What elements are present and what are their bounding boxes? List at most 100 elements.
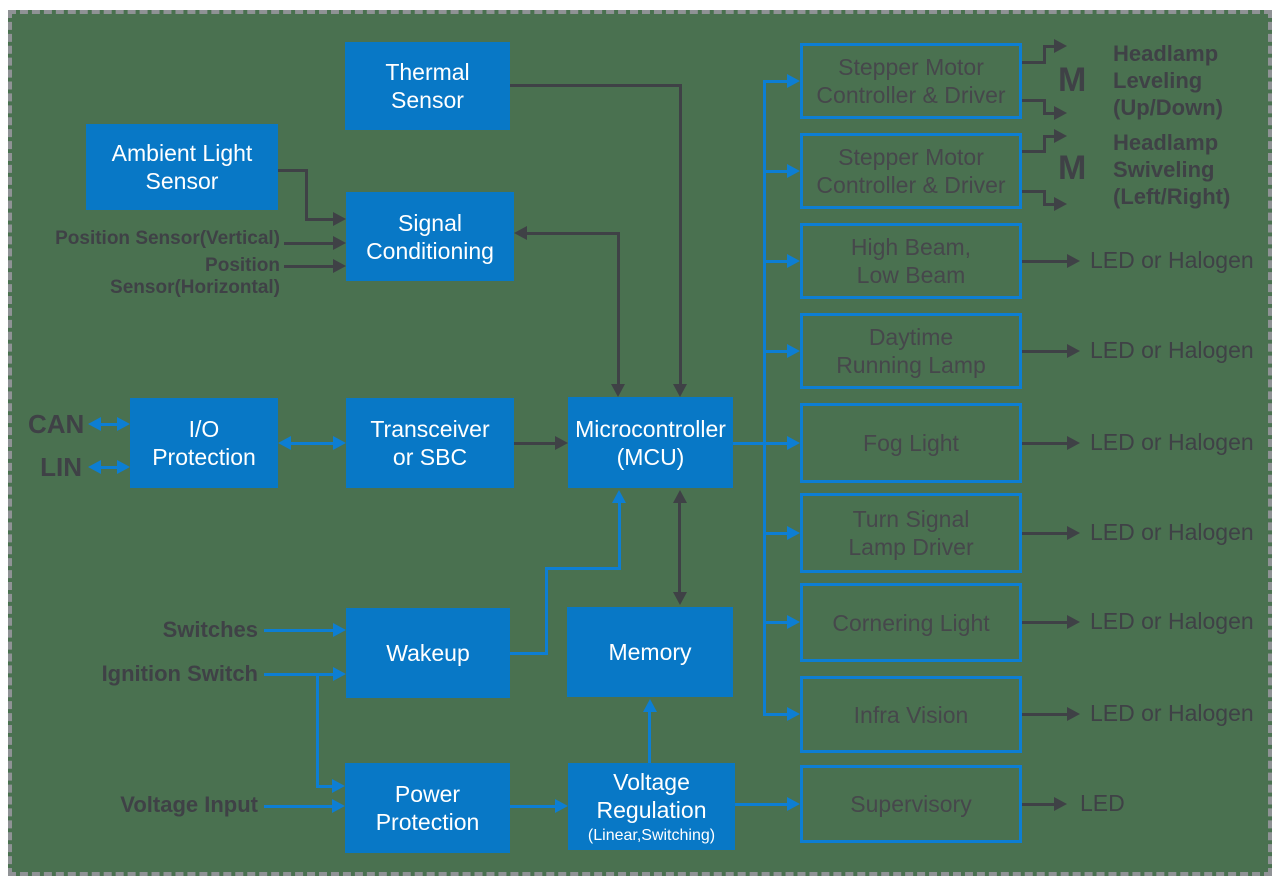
bus-vertical: [763, 80, 766, 716]
connector-stepper1-motor: [1043, 45, 1055, 48]
connector-turnsignal-led: [1022, 532, 1068, 535]
connector-stepper1-motor: [1022, 61, 1046, 64]
arrowhead-right-icon: [555, 436, 568, 450]
arrowhead-up-icon: [612, 490, 626, 503]
block-signal-conditioning: Signal Conditioning: [346, 192, 514, 281]
arrowhead-left-icon: [88, 417, 101, 431]
arrowhead-down-icon: [673, 592, 687, 605]
connector-can-io: [101, 423, 117, 426]
connector-highbeam-led: [1022, 260, 1068, 263]
arrowhead-right-icon: [332, 779, 345, 793]
box-turn-signal-lamp: Turn Signal Lamp Driver: [800, 493, 1022, 573]
connector-stepper2-motor: [1022, 190, 1046, 193]
connector-drl-led: [1022, 350, 1068, 353]
connector-power-vreg: [510, 805, 556, 808]
block-transceiver-sbc: Transceiver or SBC: [346, 398, 514, 488]
arrowhead-right-icon: [333, 236, 346, 250]
arrowhead-right-icon: [117, 460, 130, 474]
label-led-or-halogen: LED or Halogen: [1090, 608, 1254, 634]
connector-lin-io: [101, 466, 117, 469]
arrowhead-right-icon: [787, 74, 800, 88]
label-led-or-halogen: LED or Halogen: [1090, 337, 1254, 363]
connector-stepper1-motor: [1043, 45, 1046, 63]
box-cornering-light: Cornering Light: [800, 583, 1022, 662]
arrowhead-right-icon: [787, 254, 800, 268]
connector-fog-led: [1022, 442, 1068, 445]
arrowhead-right-icon: [1067, 254, 1080, 268]
arrowhead-right-icon: [1054, 129, 1067, 143]
connector-vreg-memory: [648, 711, 651, 763]
bus-branch: [763, 713, 787, 716]
box-stepper-motor-1: Stepper Motor Controller & Driver: [800, 43, 1022, 119]
connector-supervisory-led: [1022, 803, 1055, 806]
label-voltage-input: Voltage Input: [120, 792, 258, 817]
arrowhead-right-icon: [333, 212, 346, 226]
connector-wakeup-mcu: [545, 567, 548, 655]
connector-ignition-wakeup: [264, 673, 334, 676]
connector-stepper2-motor: [1022, 150, 1046, 153]
label-led-or-halogen: LED or Halogen: [1090, 700, 1254, 726]
connector-vreg-supervisory: [735, 803, 787, 806]
connector-ambient-signal: [278, 169, 308, 172]
arrowhead-up-icon: [673, 490, 687, 503]
connector-stepper1-motor: [1043, 99, 1046, 115]
arrowhead-right-icon: [333, 259, 346, 273]
block-voltage-regulation: Voltage Regulation (Linear,Switching): [568, 763, 735, 850]
arrowhead-right-icon: [787, 797, 800, 811]
connector-stepper2-motor: [1043, 190, 1046, 206]
connector-stepper1-motor: [1043, 112, 1055, 115]
block-thermal-sensor: Thermal Sensor: [345, 42, 510, 130]
bus-branch: [763, 532, 787, 535]
arrowhead-right-icon: [333, 667, 346, 681]
connector-stepper2-motor: [1043, 203, 1055, 206]
connector-io-transceiver: [291, 442, 333, 445]
arrowhead-right-icon: [1054, 39, 1067, 53]
box-daytime-running-lamp: Daytime Running Lamp: [800, 313, 1022, 389]
arrowhead-up-icon: [643, 699, 657, 712]
arrowhead-right-icon: [787, 164, 800, 178]
voltage-regulation-sublabel: (Linear,Switching): [587, 826, 716, 844]
connector-mcu-bus: [733, 442, 766, 445]
arrowhead-right-icon: [787, 707, 800, 721]
arrowhead-down-icon: [611, 384, 625, 397]
box-supervisory: Supervisory: [800, 765, 1022, 843]
connector-cornering-led: [1022, 621, 1068, 624]
connector-ambient-signal: [305, 218, 335, 221]
arrowhead-right-icon: [333, 436, 346, 450]
arrowhead-right-icon: [555, 799, 568, 813]
connector-mcu-memory: [678, 501, 681, 594]
connector-wakeup-mcu: [510, 652, 548, 655]
connector-signal-mcu: [617, 232, 620, 384]
voltage-regulation-label: Voltage Regulation: [596, 768, 707, 823]
arrowhead-right-icon: [1054, 797, 1067, 811]
box-high-low-beam: High Beam, Low Beam: [800, 223, 1022, 299]
connector-wakeup-mcu: [545, 567, 621, 570]
connector-ignition-power: [316, 673, 319, 788]
arrowhead-left-icon: [514, 226, 527, 240]
arrowhead-right-icon: [1067, 707, 1080, 721]
arrowhead-right-icon: [117, 417, 130, 431]
connector-wakeup-mcu: [618, 501, 621, 569]
label-led-or-halogen: LED or Halogen: [1090, 247, 1254, 273]
block-io-protection: I/O Protection: [130, 398, 278, 488]
connector-posh-signal: [284, 265, 334, 268]
label-headlamp-leveling: Headlamp Leveling (Up/Down): [1113, 41, 1223, 120]
arrowhead-right-icon: [332, 799, 345, 813]
connector-stepper1-motor: [1022, 99, 1046, 102]
arrowhead-right-icon: [787, 436, 800, 450]
arrowhead-right-icon: [787, 344, 800, 358]
arrowhead-right-icon: [1067, 615, 1080, 629]
label-led: LED: [1080, 790, 1125, 816]
arrowhead-right-icon: [787, 615, 800, 629]
arrowhead-left-icon: [88, 460, 101, 474]
bus-branch: [763, 350, 787, 353]
block-memory: Memory: [567, 607, 733, 697]
motor-symbol: M: [1058, 149, 1087, 187]
label-switches: Switches: [162, 617, 258, 642]
arrowhead-left-icon: [278, 436, 291, 450]
connector-thermal-mcu: [679, 84, 682, 384]
arrowhead-right-icon: [1054, 197, 1067, 211]
box-stepper-motor-2: Stepper Motor Controller & Driver: [800, 133, 1022, 209]
label-led-or-halogen: LED or Halogen: [1090, 429, 1254, 455]
